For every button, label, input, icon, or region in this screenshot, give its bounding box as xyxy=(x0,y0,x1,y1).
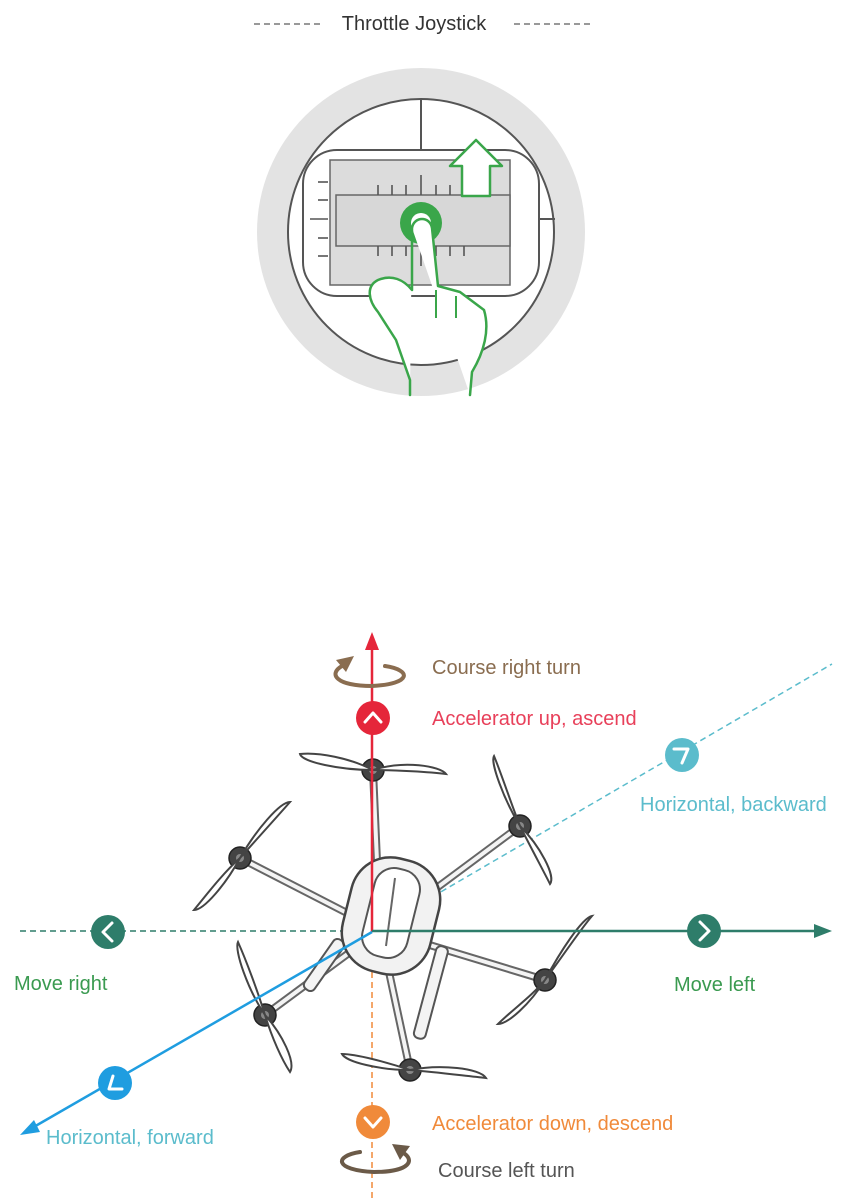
label-course-right-turn: Course right turn xyxy=(432,657,581,679)
rotate-left-icon xyxy=(342,1144,410,1172)
drone-illustration xyxy=(194,754,592,1081)
label-horizontal-backward: Horizontal, backward xyxy=(640,794,827,816)
label-move-right: Move right xyxy=(14,973,108,995)
arrow-ascend-head xyxy=(365,632,379,650)
arrow-forward xyxy=(32,932,372,1128)
label-accelerator-down: Accelerator down, descend xyxy=(432,1113,673,1135)
label-accelerator-up: Accelerator up, ascend xyxy=(432,708,637,730)
ascend-badge xyxy=(356,701,390,735)
label-move-left: Move left xyxy=(674,974,756,996)
rotate-right-icon xyxy=(335,656,403,686)
forward-badge xyxy=(98,1066,132,1100)
move-right-badge xyxy=(91,915,125,949)
move-left-badge xyxy=(687,914,721,948)
descend-badge xyxy=(356,1105,390,1139)
joystick-title: Throttle Joystick xyxy=(342,13,487,35)
arrow-move-left-head xyxy=(814,924,832,938)
backward-badge xyxy=(665,738,699,772)
joystick-illustration xyxy=(257,68,585,396)
label-horizontal-forward: Horizontal, forward xyxy=(46,1127,214,1149)
joystick-title-group: Throttle Joystick xyxy=(254,13,592,35)
label-course-left-turn: Course left turn xyxy=(438,1160,575,1182)
arrow-forward-head xyxy=(20,1120,40,1135)
